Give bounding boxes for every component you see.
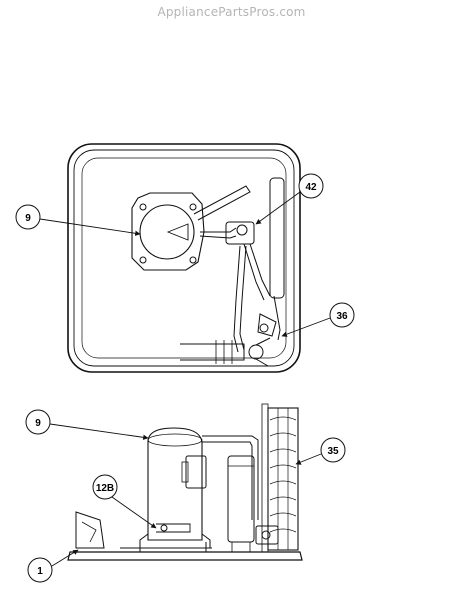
callout-12b: 12B [92,474,157,529]
side-view-base [67,511,303,561]
callout-1-label: 1 [37,566,43,577]
callout-35-label: 35 [327,446,339,457]
top-view-tubing [180,177,285,367]
callout-9-top: 9 [15,204,141,236]
side-view-compressor [139,427,211,548]
side-view-coil [261,403,299,553]
side-view-tubing [202,435,279,552]
callout-35: 35 [295,437,346,465]
callout-36: 36 [281,302,355,337]
top-view-compressor [131,192,205,271]
top-view-base-pan [67,143,301,373]
callout-9-top-label: 9 [25,213,31,224]
callout-9-side-label: 9 [35,418,41,429]
callout-42-label: 42 [305,182,317,193]
callout-1: 1 [27,549,79,583]
callout-12b-label: 12B [96,483,114,494]
callout-36-label: 36 [336,311,348,322]
callout-42: 42 [255,173,324,225]
callout-9-side: 9 [25,409,149,440]
watermark: AppliancePartsPros.com [157,5,306,19]
